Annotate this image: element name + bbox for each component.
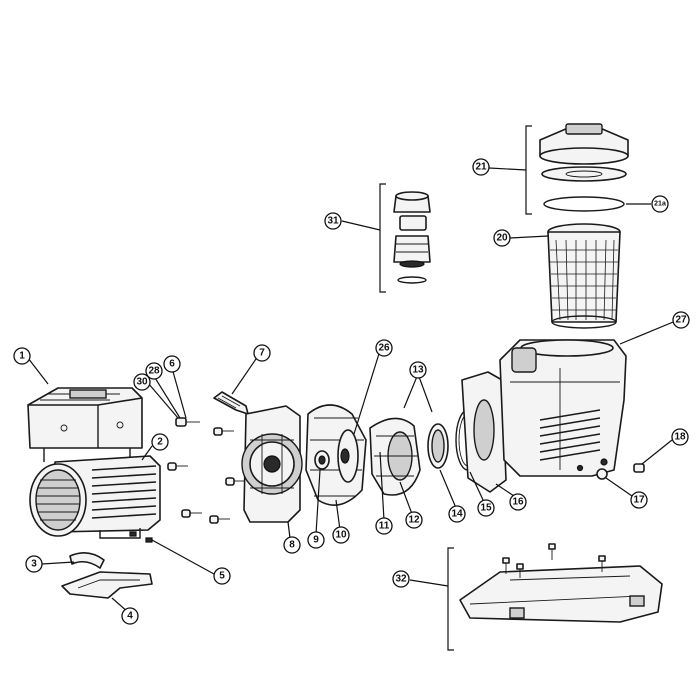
callout-12: 12 (405, 511, 423, 529)
callout-label: 6 (169, 359, 175, 370)
callout-label: 18 (674, 432, 686, 443)
callout-8: 8 (283, 536, 301, 554)
callout-label: 17 (633, 495, 645, 506)
callout-label: 11 (379, 521, 390, 532)
callout-label: 10 (335, 530, 347, 541)
callout-9: 9 (307, 531, 325, 549)
callout-1: 1 (13, 347, 31, 365)
part-3-hose (69, 552, 105, 569)
callout-13: 13 (409, 361, 427, 379)
part-14-ring (427, 423, 449, 469)
callout-label: 26 (378, 343, 390, 354)
bracket-31 (379, 183, 386, 293)
callout-5: 5 (213, 567, 231, 585)
callout-7: 7 (253, 344, 271, 362)
callout-15: 15 (477, 499, 495, 517)
callout-11: 11 (375, 517, 393, 535)
part-18-drain-plug (633, 463, 645, 473)
callout-label: 9 (313, 535, 319, 546)
callout-label: 12 (408, 515, 420, 526)
callout-32: 32 (392, 570, 410, 588)
callout-26: 26 (375, 339, 393, 357)
part-4-bracket (61, 571, 153, 599)
motor-assembly (27, 387, 161, 539)
callout-14: 14 (448, 505, 466, 523)
part-17-drain-plug (596, 468, 608, 480)
part-12-diffuser (369, 417, 421, 496)
callout-30: 30 (133, 373, 151, 391)
callout-label: 5 (219, 571, 225, 582)
part-20-strainer-basket (547, 223, 621, 329)
callout-label: 27 (675, 315, 687, 326)
callout-label: 28 (148, 366, 160, 377)
callout-label: 32 (395, 574, 407, 585)
callout-6: 6 (163, 355, 181, 373)
callout-label: 2 (157, 437, 163, 448)
callout-17: 17 (630, 491, 648, 509)
callout-label: 13 (412, 365, 424, 376)
callout-10: 10 (332, 526, 350, 544)
callout-2: 2 (151, 433, 169, 451)
callout-label: 4 (127, 611, 133, 622)
part-32-base (459, 543, 663, 623)
callout-label: 16 (512, 497, 524, 508)
leader-lines (27, 167, 679, 613)
callout-3: 3 (25, 555, 43, 573)
callout-27: 27 (672, 311, 690, 329)
base-screws (502, 543, 606, 578)
basket-mesh (550, 239, 618, 321)
part-9-seal (314, 450, 330, 470)
callout-label: 8 (289, 540, 295, 551)
callout-28: 28 (145, 362, 163, 380)
part-21a-o-ring (543, 196, 625, 212)
callout-label: 20 (496, 233, 508, 244)
callout-label: 7 (259, 348, 265, 359)
bracket-21 (525, 125, 532, 215)
part-26-impeller (337, 429, 359, 483)
housing-fins (539, 409, 601, 461)
callout-label: 21 (475, 162, 487, 173)
callout-31: 31 (324, 212, 342, 230)
bracket-32 (447, 547, 454, 651)
callout-label: 15 (480, 503, 492, 514)
callout-label: 3 (31, 559, 37, 570)
callout-18: 18 (671, 428, 689, 446)
part-7-lever (213, 391, 249, 415)
part-8-seal-plate (241, 405, 303, 523)
callout-4: 4 (121, 607, 139, 625)
callout-label: 14 (451, 509, 463, 520)
flange-bolts (167, 417, 246, 524)
part-27-pump-housing (499, 339, 627, 477)
part-21-lid (539, 123, 629, 182)
callout-16: 16 (509, 493, 527, 511)
callout-label: 31 (327, 216, 339, 227)
part-16-volute-plate (461, 371, 507, 493)
part-5-screws (129, 531, 153, 543)
callout-label: 1 (19, 351, 25, 362)
callout-21a: 21a (651, 195, 669, 213)
callout-21: 21 (472, 158, 490, 176)
callout-20: 20 (493, 229, 511, 247)
part-31-union-fitting (393, 191, 431, 284)
motor-fins (91, 465, 157, 519)
callout-label: 21a (654, 201, 666, 208)
callout-label: 30 (136, 377, 148, 388)
